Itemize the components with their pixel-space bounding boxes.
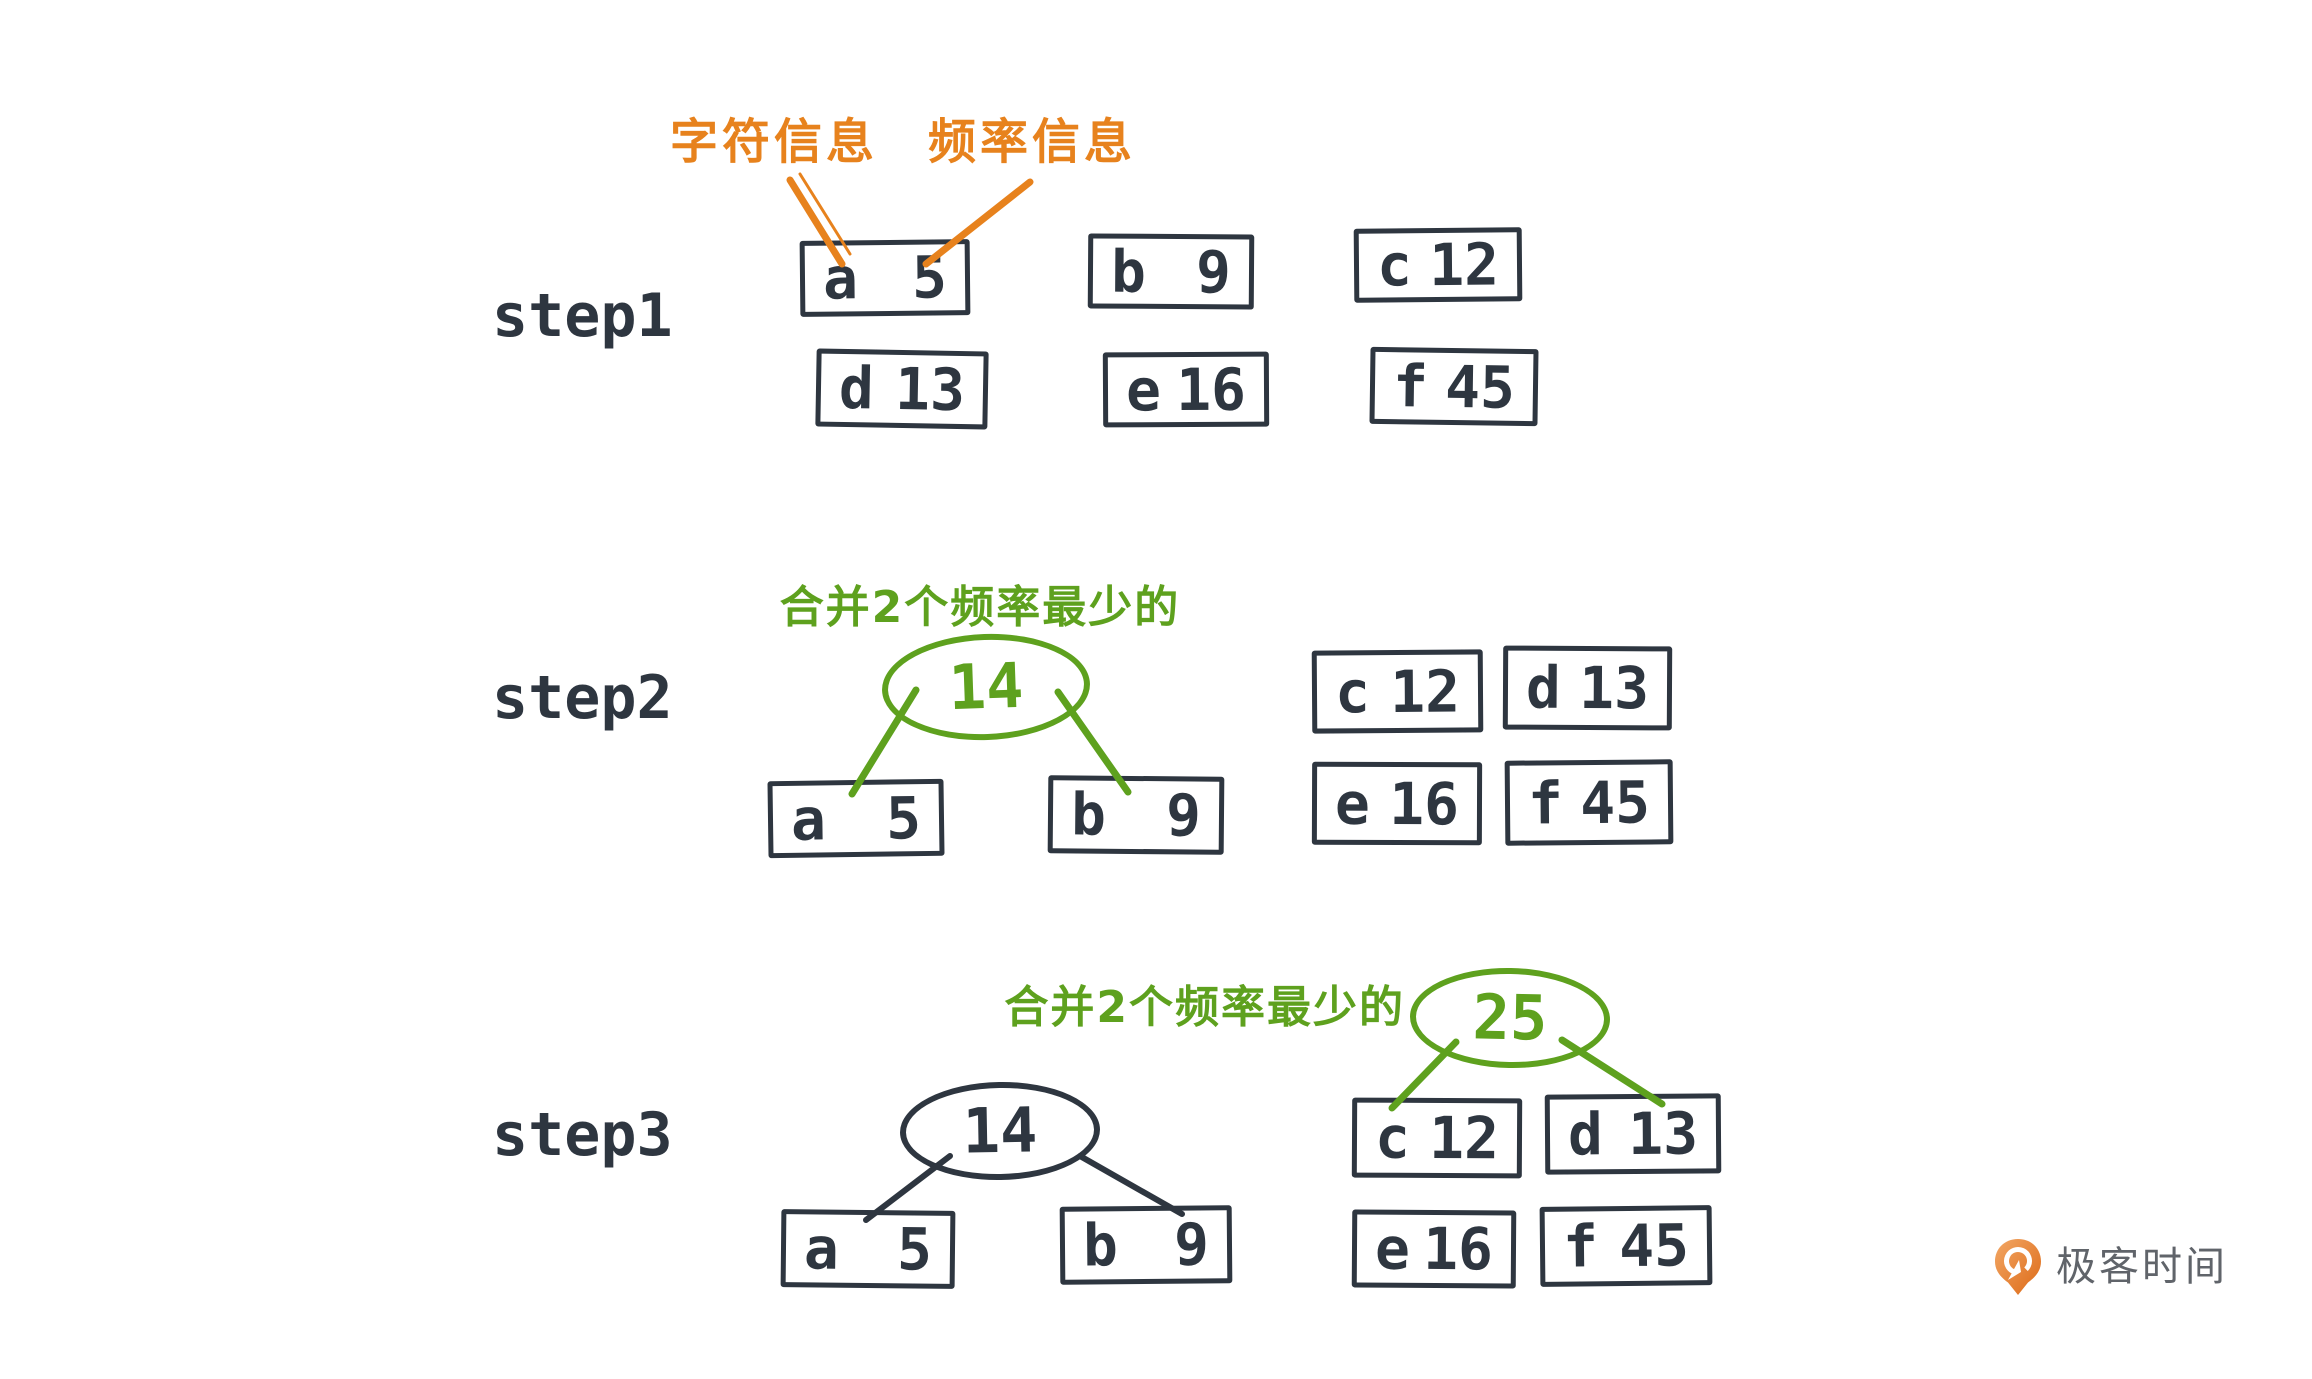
node-char: a	[790, 784, 827, 854]
node-box-step1-c: c 12	[1353, 227, 1523, 303]
node-box-step1-e: e 16	[1102, 351, 1270, 428]
node-freq: 16	[1389, 769, 1460, 838]
node-freq: 45	[1618, 1211, 1690, 1281]
subtree-node-14-step3: 14	[899, 1080, 1101, 1182]
node-box-step3-b: b 9	[1059, 1205, 1233, 1285]
node-char: f	[1562, 1212, 1599, 1281]
merged-value: 14	[947, 648, 1025, 725]
node-freq: 13	[1578, 653, 1650, 723]
node-box-step2-e: e 16	[1311, 761, 1483, 846]
merged-node-14-step2: 14	[880, 630, 1092, 744]
node-box-step2-d: d 13	[1502, 645, 1673, 731]
node-freq: 12	[1428, 230, 1500, 300]
node-freq: 5	[896, 1215, 933, 1284]
step3-merge-note: 合并2个频率最少的	[1004, 982, 1405, 1033]
node-box-step1-f: f 45	[1369, 346, 1539, 427]
node-freq: 16	[1175, 355, 1247, 424]
node-char: b	[1110, 237, 1147, 306]
char-info-label: 字符信息	[670, 114, 879, 170]
geektime-logo: 极客时间	[1994, 1238, 2228, 1296]
node-char: d	[1567, 1100, 1604, 1169]
node-box-step3-c: c 12	[1351, 1097, 1523, 1179]
node-freq: 9	[1195, 237, 1232, 306]
node-box-step1-b: b 9	[1087, 233, 1255, 310]
step3-label: step3	[492, 1100, 673, 1170]
node-box-step2-a: a 5	[767, 778, 945, 859]
node-freq: 45	[1579, 767, 1651, 837]
node-freq: 45	[1444, 352, 1516, 422]
node-box-step3-d: d 13	[1544, 1093, 1722, 1175]
node-box-step3-a: a 5	[780, 1209, 956, 1289]
node-char: f	[1392, 351, 1429, 421]
merged-node-25-step3: 25	[1409, 966, 1611, 1070]
node-box-step3-f: f 45	[1539, 1205, 1713, 1287]
subtree-value: 14	[962, 1093, 1038, 1168]
node-box-step2-b: b 9	[1047, 775, 1225, 855]
node-char: e	[1125, 355, 1162, 424]
node-box-step3-e: e 16	[1351, 1209, 1517, 1289]
node-box-step1-d: d 13	[815, 348, 989, 430]
node-freq: 9	[1173, 1210, 1210, 1279]
geektime-logo-text: 极客时间	[2056, 1244, 2228, 1290]
node-char: a	[822, 244, 859, 313]
node-char: a	[803, 1214, 840, 1283]
node-char: b	[1082, 1211, 1119, 1280]
node-char: f	[1527, 768, 1564, 838]
node-box-step1-a: a 5	[799, 239, 971, 317]
node-char: c	[1374, 1103, 1411, 1172]
node-char: e	[1374, 1214, 1411, 1283]
node-char: e	[1334, 769, 1371, 838]
step2-merge-note: 合并2个频率最少的	[779, 582, 1181, 633]
node-freq: 5	[885, 783, 922, 853]
node-box-step2-f: f 45	[1504, 759, 1674, 846]
node-char: d	[838, 353, 875, 423]
node-freq: 13	[894, 354, 966, 425]
node-char: b	[1070, 780, 1107, 849]
node-freq: 12	[1428, 1103, 1500, 1173]
node-freq: 16	[1422, 1214, 1494, 1284]
step2-label: step2	[492, 663, 673, 733]
node-freq: 9	[1165, 781, 1202, 850]
step1-label: step1	[492, 281, 673, 351]
node-char: d	[1525, 653, 1562, 722]
node-char: c	[1334, 657, 1371, 726]
node-freq: 5	[911, 243, 948, 312]
node-char: c	[1376, 231, 1413, 300]
freq-info-label: 频率信息	[928, 114, 1137, 170]
geektime-logo-icon	[1995, 1239, 2041, 1295]
node-box-step2-c: c 12	[1311, 649, 1484, 734]
node-freq: 13	[1627, 1099, 1699, 1169]
merged-value: 25	[1472, 980, 1548, 1055]
node-freq: 12	[1389, 657, 1461, 726]
